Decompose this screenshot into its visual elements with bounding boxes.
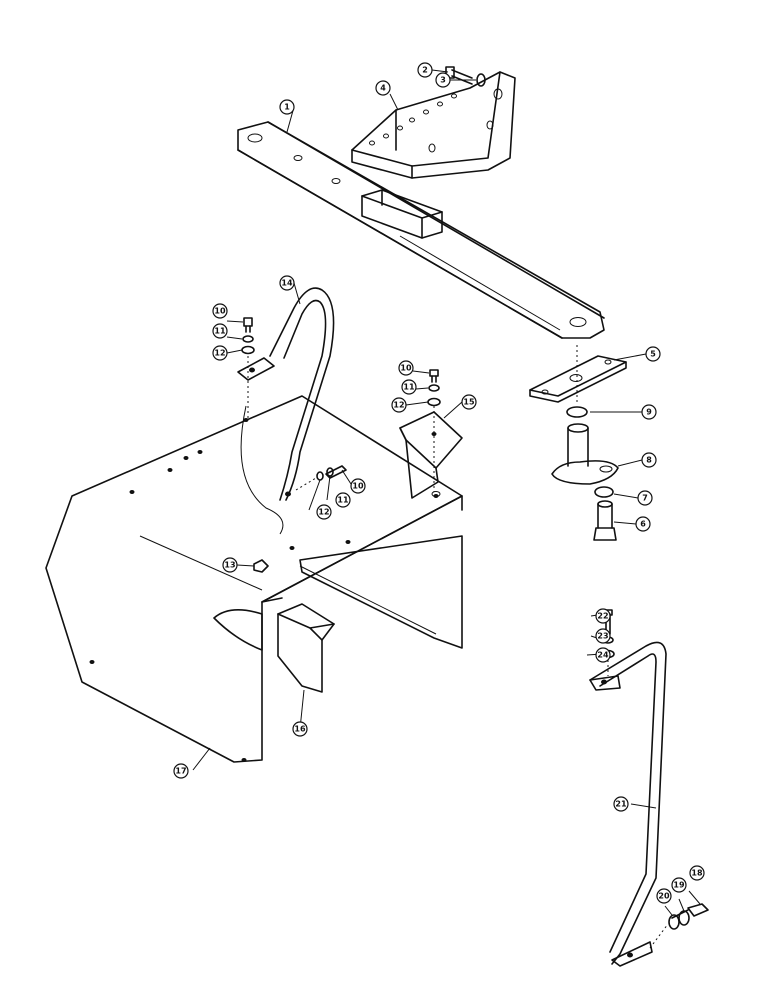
callout-13: 13 xyxy=(222,557,238,573)
svg-text:14: 14 xyxy=(281,279,293,288)
callout-7: 7 xyxy=(637,490,653,506)
left-handhold-fasteners xyxy=(241,317,255,355)
svg-text:11: 11 xyxy=(337,496,349,505)
svg-text:10: 10 xyxy=(352,482,364,491)
callout-12-middle: 12 xyxy=(316,504,332,520)
callout-11-left: 11 xyxy=(212,323,228,339)
svg-text:1: 1 xyxy=(284,103,290,112)
callout-8: 8 xyxy=(641,452,657,468)
drawbar xyxy=(237,121,605,339)
bracket-fasteners xyxy=(427,369,441,407)
svg-text:17: 17 xyxy=(175,767,186,776)
callout-1: 1 xyxy=(279,99,295,115)
callout-18: 18 xyxy=(689,865,705,881)
callout-17: 17 xyxy=(173,763,189,779)
svg-text:22: 22 xyxy=(597,612,608,621)
svg-text:8: 8 xyxy=(646,456,652,465)
left-handhold xyxy=(237,287,335,501)
svg-text:23: 23 xyxy=(597,632,608,641)
callout-11-middle: 11 xyxy=(335,492,351,508)
callout-23: 23 xyxy=(595,628,611,644)
svg-text:11: 11 xyxy=(214,327,226,336)
svg-text:18: 18 xyxy=(691,869,703,878)
svg-text:16: 16 xyxy=(294,725,306,734)
svg-text:10: 10 xyxy=(214,307,226,316)
assembly-centerlines xyxy=(247,345,669,949)
svg-text:21: 21 xyxy=(615,800,627,809)
svg-text:12: 12 xyxy=(214,349,225,358)
callout-10-bracket: 10 xyxy=(398,360,414,376)
callout-19: 19 xyxy=(671,877,687,893)
callout-24: 24 xyxy=(595,647,611,663)
svg-text:3: 3 xyxy=(440,76,446,85)
callout-5: 5 xyxy=(645,346,661,362)
svg-text:24: 24 xyxy=(597,651,609,660)
hitch-pin xyxy=(551,423,619,485)
lower-fasteners xyxy=(668,903,709,930)
svg-text:5: 5 xyxy=(650,350,656,359)
callout-12-left: 12 xyxy=(212,345,228,361)
callout-3: 3 xyxy=(435,72,451,88)
callout-2: 2 xyxy=(417,62,433,78)
drawbar-support xyxy=(351,71,516,179)
skirt-plate xyxy=(299,535,463,649)
callout-16: 16 xyxy=(292,721,308,737)
svg-text:15: 15 xyxy=(463,398,475,407)
hitch-plate xyxy=(529,355,627,403)
svg-text:6: 6 xyxy=(640,520,646,529)
callout-11-bracket: 11 xyxy=(401,379,417,395)
svg-text:11: 11 xyxy=(403,383,415,392)
callout-4: 4 xyxy=(375,80,391,96)
callout-20: 20 xyxy=(656,888,672,904)
callout-6: 6 xyxy=(635,516,651,532)
svg-text:10: 10 xyxy=(400,364,412,373)
callout-12-bracket: 12 xyxy=(391,397,407,413)
svg-text:12: 12 xyxy=(393,401,404,410)
hitch-bolt xyxy=(593,500,617,541)
svg-text:4: 4 xyxy=(380,84,386,93)
leader-lines xyxy=(192,69,701,916)
svg-text:13: 13 xyxy=(224,561,235,570)
hitch-washer xyxy=(566,406,588,418)
callout-15: 15 xyxy=(461,394,477,410)
right-handhold xyxy=(589,641,667,967)
svg-text:7: 7 xyxy=(642,494,648,503)
callout-9: 9 xyxy=(641,404,657,420)
lock-washer xyxy=(594,486,614,498)
middle-fasteners xyxy=(316,465,347,481)
floor-plate xyxy=(45,395,463,763)
callout-22: 22 xyxy=(595,608,611,624)
svg-text:2: 2 xyxy=(422,66,428,75)
callout-14: 14 xyxy=(279,275,295,291)
right-bracket xyxy=(399,411,463,499)
callout-10-left: 10 xyxy=(212,303,228,319)
callout-21: 21 xyxy=(613,796,629,812)
callout-10-middle: 10 xyxy=(350,478,366,494)
lower-bracket xyxy=(277,603,335,693)
svg-text:20: 20 xyxy=(658,892,670,901)
svg-text:19: 19 xyxy=(673,881,685,890)
svg-text:12: 12 xyxy=(318,508,329,517)
svg-text:9: 9 xyxy=(646,408,652,417)
nut xyxy=(253,559,269,573)
